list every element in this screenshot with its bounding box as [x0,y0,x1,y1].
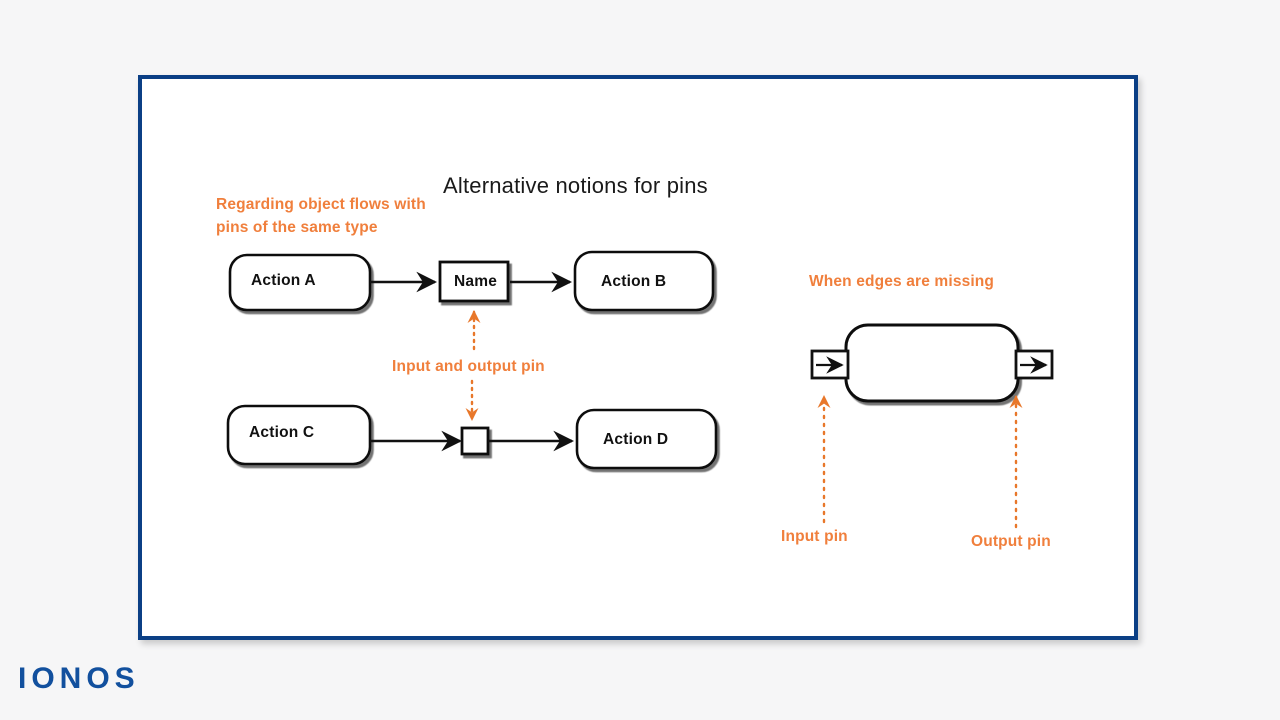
action-a-label: Action A [251,272,316,289]
action-c-label: Action C [249,424,315,441]
uml-pin-diagram: Alternative notions for pins Regarding o… [142,79,1134,636]
input-pin-shape[interactable] [810,349,850,380]
left-note-line-2: pins of the same type [216,219,378,236]
action-c-node[interactable] [226,404,372,466]
right-note: When edges are missing [809,273,995,290]
pin-name-label: Name [454,273,498,290]
ionos-logo: IONOS [18,662,140,695]
output-pin-shape[interactable] [1014,349,1054,380]
action-d-label: Action D [603,431,669,448]
input-pin-label: Input pin [781,528,848,545]
left-note-line-1: Regarding object flows with [216,196,426,213]
page-title: Alternative notions for pins [443,173,708,198]
slide-frame: Alternative notions for pins Regarding o… [138,75,1138,640]
anonymous-pin-box[interactable] [460,426,490,456]
action-b-label: Action B [601,273,667,290]
output-pin-label: Output pin [971,533,1051,550]
diagram-vector-layer [226,250,1054,529]
pinned-action-node[interactable] [844,323,1020,403]
pin-name-box[interactable] [438,260,510,303]
action-d-node[interactable] [575,408,718,470]
middle-note: Input and output pin [392,358,545,375]
action-b-node[interactable] [573,250,715,312]
